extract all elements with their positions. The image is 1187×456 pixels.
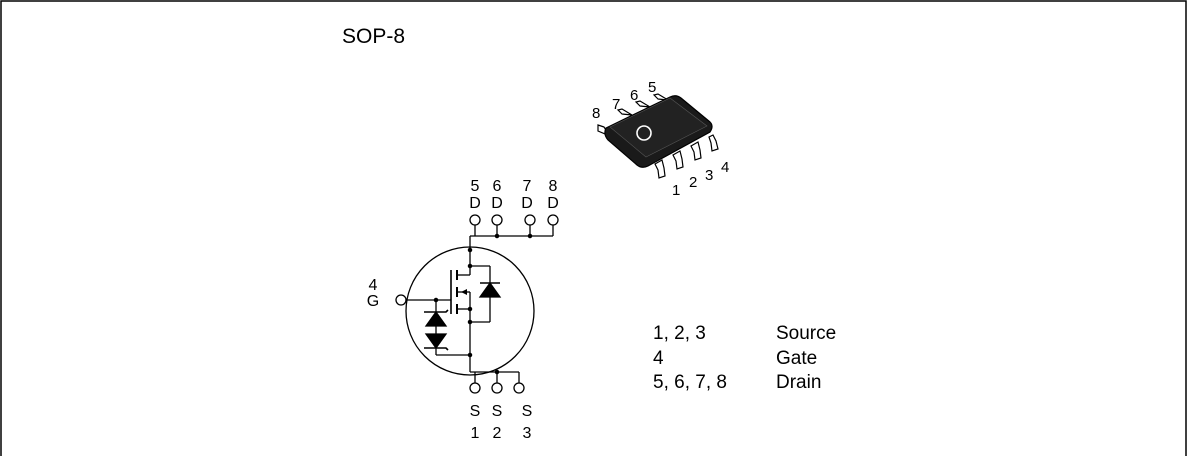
gate-terminal — [395, 294, 407, 306]
pin1-marker-icon — [636, 125, 652, 141]
package-top-face — [609, 97, 708, 158]
pin-numbers: 1, 2, 3 — [653, 323, 706, 344]
zener-diode-icon — [424, 333, 448, 350]
mosfet-schematic — [395, 214, 559, 394]
pkg-pin-label: 3 — [705, 167, 713, 184]
drain-pin-name: D — [469, 195, 481, 212]
drain-pin-number: 5 — [471, 178, 480, 195]
gate-pin-number: 4 — [369, 277, 378, 294]
package-bottom-leads — [654, 134, 719, 179]
mosfet-circle — [405, 246, 535, 376]
channel-arrow-icon — [461, 289, 467, 295]
drain-terminal — [469, 214, 481, 226]
source-pin-name: S — [470, 403, 481, 420]
drain-pin-number: 7 — [523, 178, 532, 195]
drain-pin-name: D — [521, 195, 533, 212]
zener-diode-icon — [424, 310, 448, 327]
pkg-pin-label: 2 — [689, 174, 697, 191]
pkg-pin-label: 7 — [612, 96, 620, 113]
drain-terminal — [491, 214, 503, 226]
source-pin-number: 3 — [523, 425, 532, 442]
drain-pin-name: D — [547, 195, 559, 212]
package-title: SOP-8 — [342, 25, 406, 48]
source-terminal — [491, 382, 503, 394]
schematic-labels: 5 6 7 8 D D D D 4 G S S S 1 2 3 — [367, 178, 559, 442]
pkg-pin-label: 4 — [721, 159, 729, 176]
source-pin-number: 2 — [493, 425, 502, 442]
source-pin-name: S — [522, 403, 533, 420]
drain-terminal — [524, 214, 536, 226]
package-pin-labels: 8 7 6 5 1 2 3 4 — [592, 79, 729, 199]
package-drawing — [597, 93, 719, 179]
pkg-pin-label: 6 — [630, 87, 638, 104]
source-terminal — [513, 382, 525, 394]
pkg-pin-label: 1 — [672, 182, 680, 199]
drain-pin-name: D — [491, 195, 503, 212]
pkg-pin-label: 5 — [648, 79, 656, 96]
drain-pin-number: 8 — [549, 178, 558, 195]
pin-function: Gate — [776, 347, 818, 369]
source-pin-number: 1 — [471, 425, 480, 442]
source-terminal — [469, 382, 481, 394]
source-pin-name: S — [492, 403, 503, 420]
drain-pin-number: 6 — [493, 178, 502, 195]
pin-numbers: 5, 6, 7, 8 — [653, 372, 727, 393]
body-diode-icon — [478, 281, 502, 298]
pin-numbers: 4 — [653, 347, 664, 369]
pkg-pin-label: 8 — [592, 105, 600, 122]
drain-terminal — [547, 214, 559, 226]
pin-function: Source — [776, 323, 837, 344]
pin-function: Drain — [776, 372, 822, 393]
gate-pin-name: G — [367, 293, 379, 310]
